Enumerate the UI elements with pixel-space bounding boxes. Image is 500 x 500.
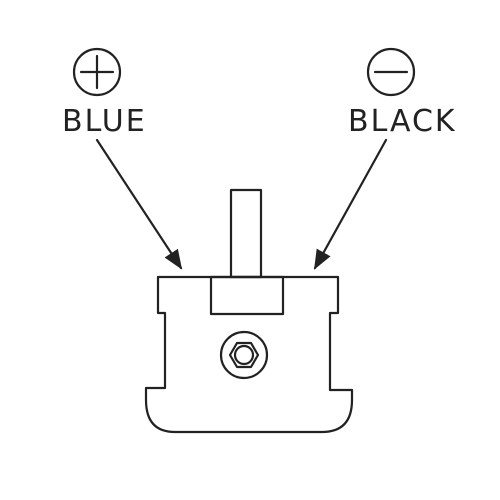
minus-symbol-circle [366,47,416,97]
mounting-screw-nut [228,341,260,369]
negative-arrow [313,138,388,270]
negative-wire-label: BLACK [348,104,457,139]
mounting-screw-outer [219,330,269,380]
positive-wire-label: BLUE [62,104,147,139]
positive-arrow [95,138,183,270]
connector-pin [229,188,263,279]
plus-symbol-circle [72,47,122,97]
positive-terminal: BLUE [62,47,183,270]
mounting-screw-inner [233,344,255,366]
negative-terminal: BLACK [313,47,457,270]
pin-housing [209,275,285,316]
connector [144,188,354,434]
connector-body-outline [144,275,354,434]
